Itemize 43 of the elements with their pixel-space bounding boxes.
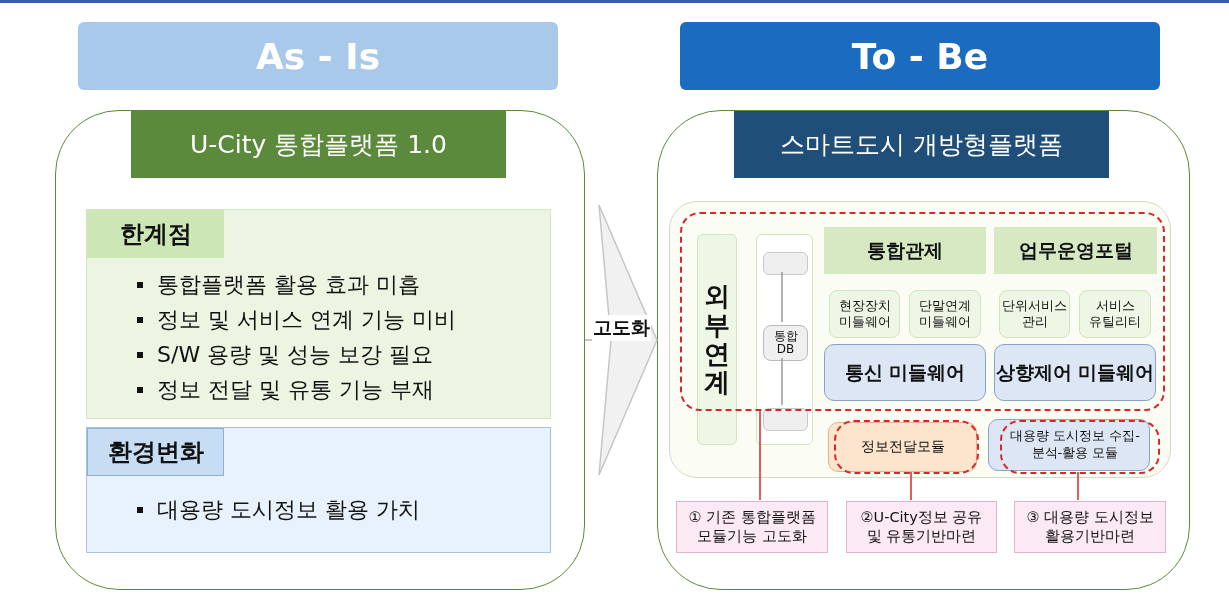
- header-banner: To - Be: [680, 22, 1160, 90]
- section-panel: [86, 427, 551, 553]
- edge-label: 고도화: [591, 315, 651, 341]
- rounded-panel: [55, 110, 585, 590]
- chevron-arrow: [584, 204, 658, 476]
- dashed-outline: [680, 212, 1165, 411]
- rounded-panel: [657, 110, 1190, 590]
- bullet-text: 정보 전달 및 유통 기능 부재: [157, 376, 434, 404]
- connector-line: [781, 271, 783, 323]
- header-banner: As - Is: [78, 22, 558, 90]
- section-heading: 환경변화: [87, 428, 224, 476]
- callout-box: ① 기존 통합플랫폼 모듈기능 고도화: [676, 501, 828, 553]
- bullet-text: 대용량 도시정보 활용 가치: [157, 496, 420, 524]
- bullet-text: 정보 및 서비스 연계 기능 미비: [157, 306, 456, 334]
- storage-block: [763, 408, 808, 431]
- inner-panel: [669, 201, 1171, 478]
- module-box: 단위서비스 관리: [999, 290, 1070, 338]
- storage-block: [763, 252, 808, 275]
- connector-line: [759, 408, 761, 501]
- title-banner: U-City 통합플랫폼 1.0: [131, 111, 506, 178]
- middleware-box: 상향제어 미들웨어: [994, 344, 1156, 401]
- category-header: 통합관제: [824, 227, 986, 274]
- module-box: 대용량 도시정보 수집-분석-활용 모듈: [988, 419, 1150, 471]
- dashed-outline: [1000, 420, 1160, 474]
- module-box: 서비스 유틸리티: [1079, 290, 1151, 338]
- connector-line: [910, 471, 912, 501]
- database-box: 통합 DB: [763, 325, 808, 361]
- module-box: 정보전달모듈: [828, 422, 977, 472]
- section-panel: [86, 209, 551, 419]
- category-header: 업무운영포털: [994, 227, 1157, 274]
- vertical-label-box: 외부연계: [697, 234, 737, 445]
- module-box: 현장장치 미들웨어: [829, 290, 900, 338]
- bullet-text: 통합플랫폼 활용 효과 미흡: [157, 271, 420, 299]
- title-banner: 스마트도시 개방형플랫폼: [734, 111, 1109, 178]
- connector-line: [1077, 471, 1079, 501]
- callout-box: ②U-City정보 공유 및 유통기반마련: [846, 501, 997, 553]
- database-column: [756, 234, 813, 445]
- middleware-box: 통신 미들웨어: [824, 344, 986, 401]
- connector-line: [781, 357, 783, 406]
- module-box: 단말연계 미들웨어: [909, 290, 981, 338]
- bullet-text: S/W 용량 및 성능 보강 필요: [157, 341, 434, 369]
- callout-box: ③ 대용량 도시정보 활용기반마련: [1014, 501, 1166, 553]
- section-heading: 한계점: [87, 210, 224, 258]
